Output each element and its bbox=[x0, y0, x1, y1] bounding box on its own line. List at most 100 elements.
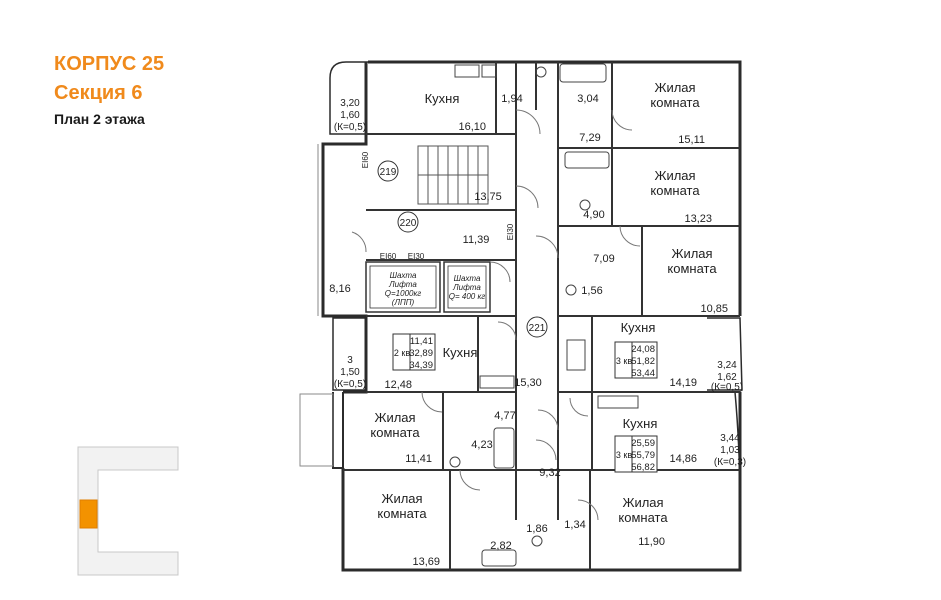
area-value: 3,04 bbox=[577, 93, 598, 105]
living-area: 25,59 bbox=[631, 438, 655, 449]
plan-header: КОРПУС 25 Секция 6 План 2 этажа bbox=[54, 50, 164, 130]
area-value: 11,39 bbox=[463, 234, 490, 246]
area-value: 2,82 bbox=[490, 540, 511, 552]
apartment-type: 3 кв bbox=[616, 450, 632, 460]
sink-icon bbox=[481, 64, 497, 78]
apartment-type: 3 кв bbox=[616, 356, 632, 366]
lift-text: Лифта bbox=[452, 283, 481, 292]
lift-text: Q= 400 кг bbox=[449, 292, 485, 301]
room-area: 15,11 bbox=[678, 134, 705, 146]
balcony-area: 3,24 bbox=[717, 360, 737, 371]
stove-icon bbox=[566, 339, 586, 371]
balcony-labels: 3,20 1,60 (К=0,5) 3 1,50 (К=0,5) 3,24 1,… bbox=[334, 98, 746, 468]
building-title: КОРПУС 25 bbox=[54, 53, 165, 75]
balcony-coef: (К=0,5) bbox=[711, 382, 743, 393]
toilet-icon bbox=[535, 66, 547, 78]
room-area: 11,90 bbox=[638, 536, 665, 548]
lift-text: Шахта bbox=[390, 271, 417, 280]
interior-walls bbox=[343, 62, 740, 570]
balcony-area: 3,44 bbox=[720, 433, 740, 444]
total-area: 32,89 bbox=[409, 348, 433, 359]
floor-plan-title: План 2 этажа bbox=[54, 111, 145, 127]
stove-icon bbox=[454, 64, 480, 78]
stair bbox=[417, 145, 489, 205]
marker-label: 219 bbox=[380, 167, 397, 178]
balcony-reduced: 1,60 bbox=[340, 110, 360, 121]
toilet-icon bbox=[579, 199, 591, 211]
lift-labels: Шахта Лифта Q=1000кг (ЛПП) Шахта Лифта Q… bbox=[385, 271, 485, 307]
room-area: 14,86 bbox=[669, 453, 697, 465]
balcony-reduced: 1,03 bbox=[720, 445, 740, 456]
apartment-type: 2 кв bbox=[394, 348, 410, 358]
area-value: 1,56 bbox=[581, 285, 602, 297]
room-area: 10,85 bbox=[700, 303, 728, 315]
toilet-icon bbox=[531, 535, 543, 547]
apartment-3kv: 3 кв 24,08 51,82 53,44 bbox=[614, 341, 658, 379]
walls bbox=[299, 60, 743, 572]
stove-icon bbox=[597, 395, 639, 409]
fire-rating: EI60 bbox=[361, 151, 370, 168]
area-with-balcony: 34,39 bbox=[409, 360, 433, 371]
room-area: 14,19 bbox=[669, 377, 697, 389]
fixtures bbox=[449, 63, 639, 567]
area-value: 1,86 bbox=[526, 523, 547, 535]
bathtub-icon bbox=[564, 151, 610, 169]
area-value: 9,32 bbox=[539, 467, 560, 479]
lift-text: Q=1000кг bbox=[385, 289, 421, 298]
area-value: 1,94 bbox=[501, 93, 522, 105]
total-area: 51,82 bbox=[631, 356, 655, 367]
room-label: Кухня bbox=[425, 91, 460, 106]
section-highlight bbox=[79, 499, 98, 529]
bathtub-icon bbox=[559, 63, 607, 83]
area-with-balcony: 56,82 bbox=[631, 462, 655, 473]
area-value: 15,30 bbox=[514, 377, 542, 389]
section-title: Секция 6 bbox=[54, 82, 143, 104]
area-value: 4,90 bbox=[583, 209, 604, 221]
fire-ratings: EI60 EI60 EI30 EI30 bbox=[361, 151, 515, 261]
room-area: 12,48 bbox=[384, 379, 412, 391]
room-area: 16,10 bbox=[458, 121, 486, 133]
fire-rating: EI30 bbox=[408, 252, 425, 261]
balcony-coef: (К=0,5) bbox=[334, 122, 366, 133]
living-area: 24,08 bbox=[631, 344, 655, 355]
room-area: 11,41 bbox=[405, 453, 432, 465]
toilet-icon bbox=[449, 456, 461, 468]
area-value: 4,77 bbox=[494, 410, 515, 422]
room-area: 13,23 bbox=[684, 213, 712, 225]
apartment-3kv: 3 кв 25,59 55,79 56,82 bbox=[614, 435, 658, 473]
lift-text: Лифта bbox=[388, 280, 417, 289]
area-value: 4,23 bbox=[471, 439, 492, 451]
area-with-balcony: 53,44 bbox=[631, 368, 655, 379]
apartment-2kv: 2 кв 11,41 32,89 34,39 bbox=[392, 333, 436, 371]
room-area: 13,69 bbox=[412, 556, 440, 568]
service-areas: 1,94 3,04 7,29 13,75 11,39 8,16 4,90 7,0… bbox=[329, 93, 614, 552]
marker-label: 221 bbox=[529, 323, 546, 334]
lift-text: (ЛПП) bbox=[392, 298, 415, 307]
total-area: 55,79 bbox=[631, 450, 655, 461]
area-value: 1,34 bbox=[564, 519, 585, 531]
stove-icon bbox=[479, 375, 515, 389]
area-value: 7,29 bbox=[579, 132, 600, 144]
apartment-info: 2 кв 11,41 32,89 34,39 3 кв 24,08 51,82 … bbox=[392, 333, 658, 473]
room-markers: 219 220 221 bbox=[377, 160, 548, 338]
area-value: 8,16 bbox=[329, 283, 350, 295]
living-area: 11,41 bbox=[410, 336, 433, 347]
balcony-reduced: 1,62 bbox=[717, 372, 737, 383]
area-value: 13,75 bbox=[474, 191, 502, 203]
room-label: Кухня bbox=[623, 416, 658, 431]
doors bbox=[351, 109, 641, 521]
lift-shafts bbox=[365, 261, 491, 313]
bathtub-icon bbox=[481, 549, 517, 567]
fire-rating: EI60 bbox=[380, 252, 397, 261]
marker-label: 220 bbox=[400, 218, 417, 229]
balcony-area: 3,20 bbox=[340, 98, 360, 109]
area-value: 7,09 bbox=[593, 253, 614, 265]
